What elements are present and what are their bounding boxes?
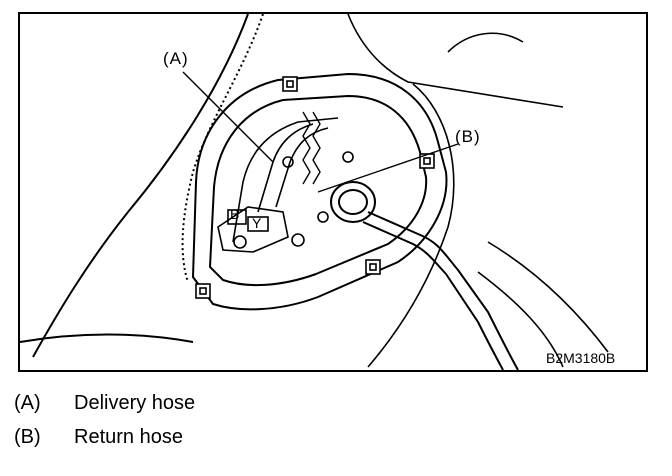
callout-b: (B)	[455, 127, 481, 146]
legend: (A) Delivery hose (B) Return hose	[14, 392, 654, 460]
body-right	[347, 13, 609, 368]
figure-code: B2M3180B	[546, 350, 615, 366]
return-hose-assembly	[330, 181, 519, 371]
coil-harness	[302, 111, 321, 185]
legend-label: Return hose	[74, 426, 183, 448]
cover-plate	[191, 72, 448, 311]
plate-bolts	[195, 76, 435, 299]
legend-item-delivery-hose: (A) Delivery hose	[14, 392, 654, 426]
body-contour	[19, 13, 264, 358]
legend-label: Delivery hose	[74, 392, 196, 414]
diagram-figure: B Y (A) (B) B2M3180B	[18, 12, 648, 372]
callout-leaders	[182, 71, 459, 193]
legend-item-return-hose: (B) Return hose	[14, 426, 654, 460]
part-marker-b: B	[230, 206, 239, 222]
legend-key: (A)	[14, 392, 41, 414]
callout-a: (A)	[163, 49, 189, 68]
legend-key: (B)	[14, 426, 41, 448]
part-marker-y: Y	[252, 215, 262, 231]
